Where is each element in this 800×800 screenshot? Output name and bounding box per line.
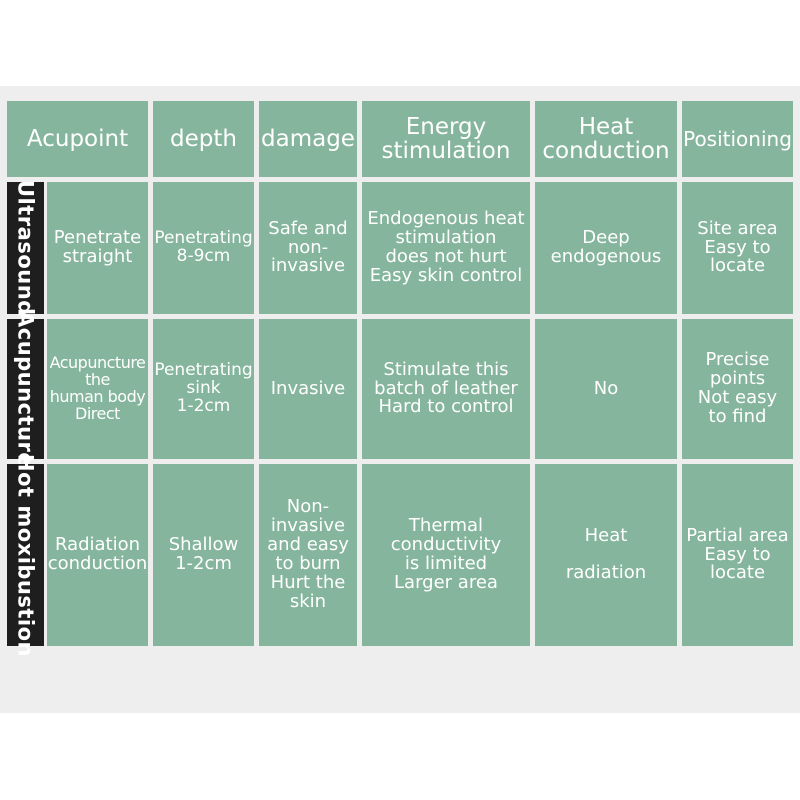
header-acupoint: Acupoint	[7, 101, 148, 177]
row-label-acupuncture: Acupuncture	[7, 311, 44, 467]
header-positioning: Positioning	[682, 101, 793, 177]
moxibustion-damage: Non- invasive and easy to burn Hurt the …	[259, 464, 357, 646]
header-heat-conduction: Heat conduction	[535, 101, 677, 177]
acupuncture-energy-stimulation: Stimulate this batch of leather Hard to …	[362, 319, 530, 459]
ultrasound-positioning: Site area Easy to locate	[682, 182, 793, 314]
acupuncture-damage: Invasive	[259, 319, 357, 459]
row-label-ultrasound: Ultrasound	[7, 180, 44, 316]
header-depth: depth	[153, 101, 254, 177]
row-label-hot-moxibustion: Hot moxibustion	[7, 454, 44, 657]
acupuncture-positioning: Precise points Not easy to find	[682, 319, 793, 459]
acupuncture-depth: Penetrating sink 1-2cm	[153, 319, 254, 459]
ultrasound-depth: Penetrating 8-9cm	[153, 182, 254, 314]
ultrasound-damage: Safe and non- invasive	[259, 182, 357, 314]
acupuncture-acupoint: Acupuncture the human body Direct	[47, 319, 148, 459]
acupuncture-heat-conduction: No	[535, 319, 677, 459]
header-energy-stimulation: Energy stimulation	[362, 101, 530, 177]
moxibustion-heat-conduction: Heat radiation	[535, 464, 677, 646]
moxibustion-positioning: Partial area Easy to locate	[682, 464, 793, 646]
ultrasound-acupoint: Penetrate straight	[47, 182, 148, 314]
moxibustion-depth: Shallow 1-2cm	[153, 464, 254, 646]
moxibustion-energy-stimulation: Thermal conductivity is limited Larger a…	[362, 464, 530, 646]
ultrasound-heat-conduction: Deep endogenous	[535, 182, 677, 314]
ultrasound-energy-stimulation: Endogenous heat stimulation does not hur…	[362, 182, 530, 314]
moxibustion-acupoint: Radiation conduction	[47, 464, 148, 646]
header-damage: damage	[259, 101, 357, 177]
